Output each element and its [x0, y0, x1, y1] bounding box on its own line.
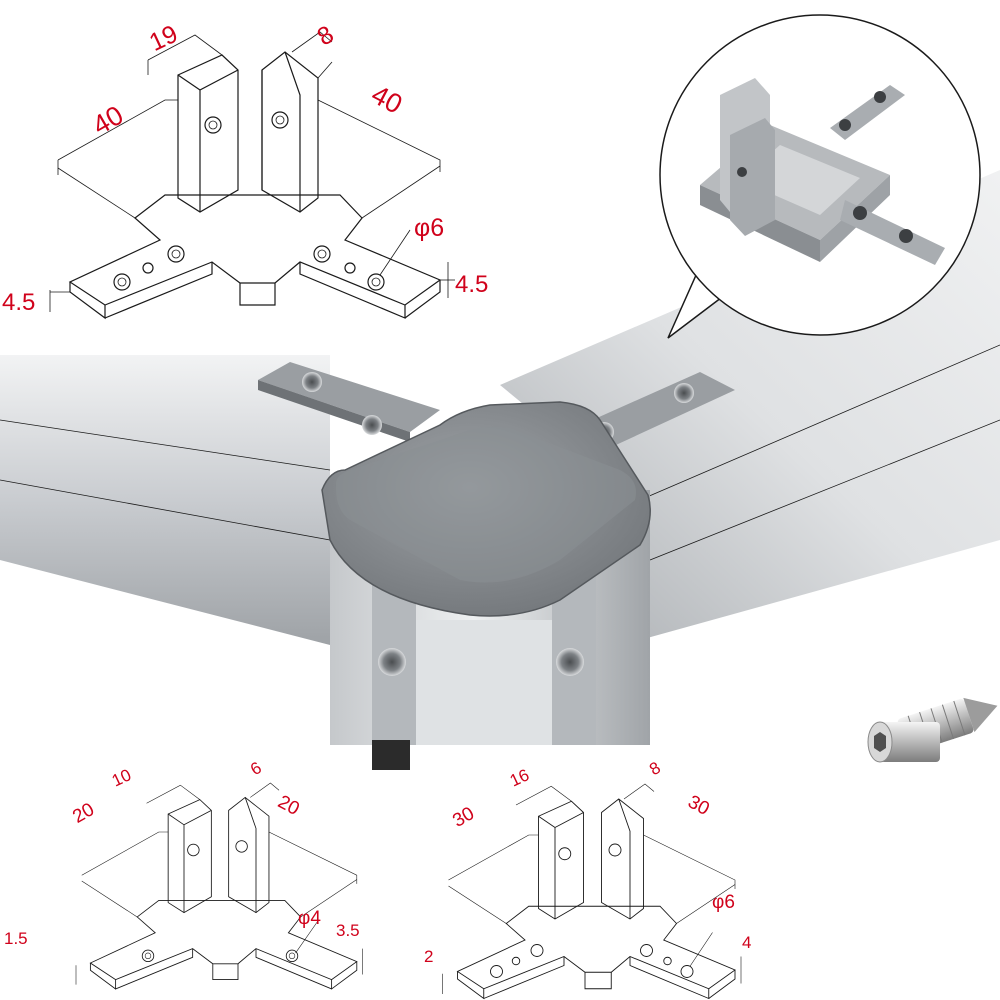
diagram-30-labels: 16 8 30 30 φ6 2 4	[424, 758, 751, 966]
d20-slot-dimension: 6	[247, 758, 265, 779]
inset-bracket	[700, 78, 945, 265]
d40-thickness-left: 4.5	[2, 289, 35, 316]
left-profile-bar	[0, 355, 330, 645]
diagram-30	[442, 783, 742, 1000]
d40-slot-dimension: 8	[312, 20, 338, 51]
d20-arm-left-dimension: 20	[69, 799, 98, 828]
inset-callout	[659, 14, 981, 339]
d20-width-dimension: 10	[109, 765, 134, 790]
post-hole-left	[378, 648, 406, 676]
post-hole-right	[556, 648, 584, 676]
diagram-20	[75, 782, 363, 990]
d30-arm-left-dimension: 30	[449, 803, 478, 832]
d30-slot-dimension: 8	[646, 758, 664, 779]
corner-cap	[321, 401, 651, 617]
d20-thickness-right: 3.5	[336, 921, 360, 940]
d30-hole-dimension: φ6	[712, 892, 735, 913]
d40-width-dimension: 19	[145, 20, 182, 57]
d20-hole-dimension: φ4	[298, 908, 321, 929]
d40-upright-right	[261, 51, 319, 213]
d40-arm-left-dimension: 40	[87, 100, 128, 141]
d40-thickness-right: 4.5	[455, 271, 488, 298]
d20-thickness-left: 1.5	[4, 929, 28, 948]
d30-arm-right-dimension: 30	[684, 792, 713, 820]
d40-hole-dimension: φ6	[414, 214, 444, 242]
d30-thickness-left: 2	[424, 947, 433, 966]
d40-arm-right-dimension: 40	[367, 79, 408, 120]
d20-arm-right-dimension: 20	[274, 792, 303, 820]
d30-thickness-right: 4	[742, 933, 751, 952]
set-screws-photo	[867, 697, 998, 763]
bracket-plate-left	[258, 362, 440, 442]
d40-upright-left	[177, 54, 239, 213]
diagram-40: 19 8 40 40 φ6 4.5 4.5	[2, 20, 488, 320]
d30-width-dimension: 16	[507, 765, 532, 790]
